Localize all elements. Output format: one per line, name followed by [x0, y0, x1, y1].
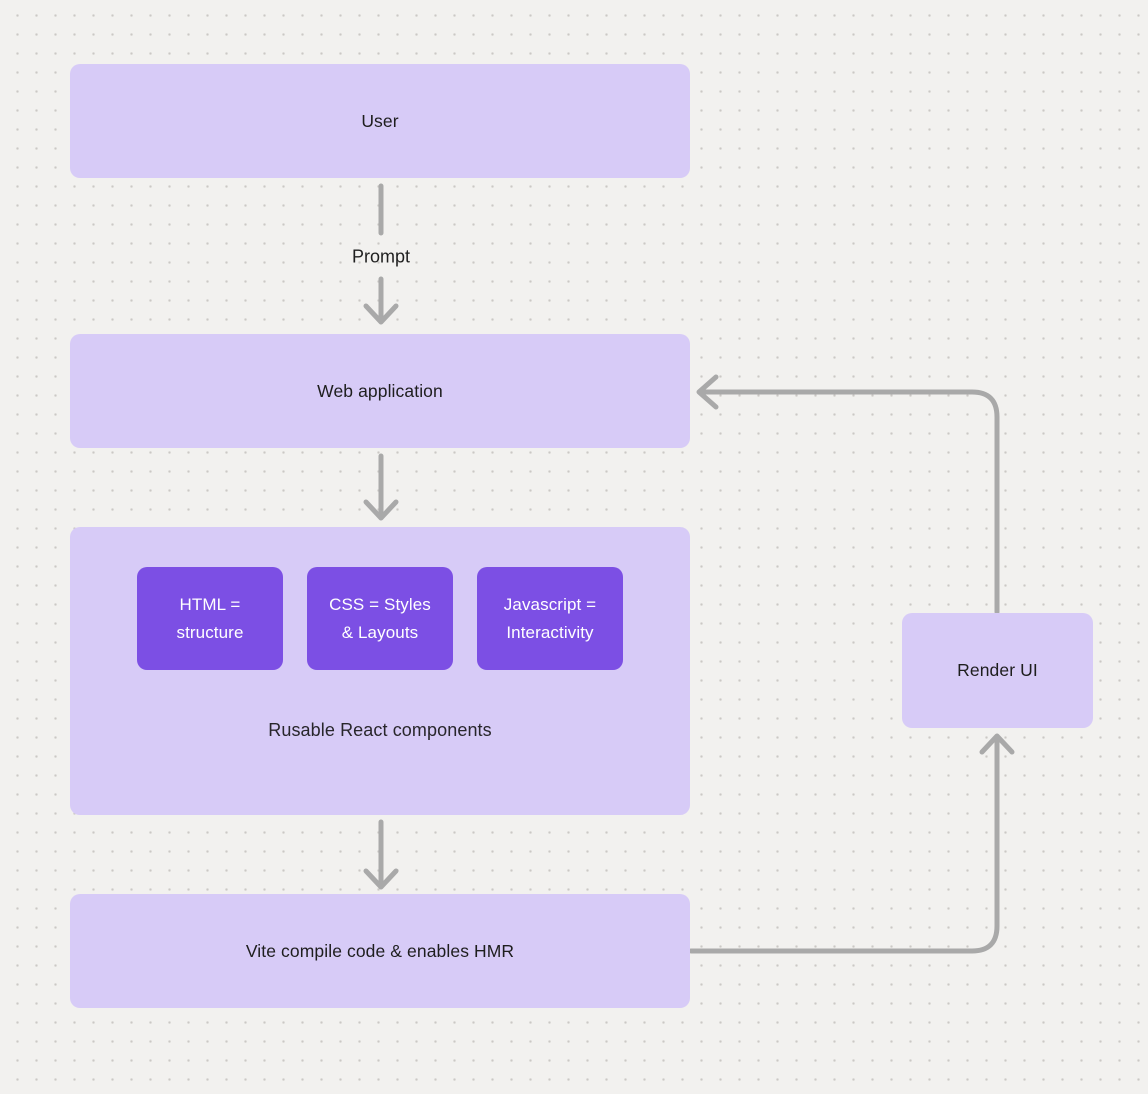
chip-css[interactable]: CSS = Styles & Layouts — [307, 567, 453, 670]
chip-css-line2: & Layouts — [341, 622, 419, 642]
chip-html-line1: HTML = — [179, 594, 241, 614]
arrowhead-down-icon — [363, 868, 399, 890]
arrowhead-down-icon — [363, 303, 399, 325]
node-render-ui-label: Render UI — [957, 660, 1038, 680]
node-components-group[interactable]: HTML = structure CSS = Styles & Layouts … — [70, 527, 690, 815]
chip-row: HTML = structure CSS = Styles & Layouts … — [70, 567, 690, 670]
arrowhead-down-icon — [363, 499, 399, 521]
node-vite[interactable]: Vite compile code & enables HMR — [70, 894, 690, 1008]
node-web-application[interactable]: Web application — [70, 334, 690, 448]
edge-webapp-to-components — [363, 453, 399, 521]
edge-vite-to-renderui — [688, 733, 1015, 954]
chip-javascript-line2: Interactivity — [506, 622, 594, 642]
arrowhead-left-icon — [696, 374, 719, 410]
chip-javascript[interactable]: Javascript = Interactivity — [477, 567, 623, 670]
edge-label-prompt: Prompt — [351, 246, 411, 267]
node-vite-label: Vite compile code & enables HMR — [245, 940, 515, 961]
node-render-ui[interactable]: Render UI — [902, 613, 1093, 728]
chip-css-line1: CSS = Styles — [329, 594, 431, 614]
edge-renderui-to-webapp — [696, 374, 1000, 615]
chip-html-line2: structure — [176, 622, 244, 642]
edge-components-to-vite — [363, 819, 399, 890]
chip-html[interactable]: HTML = structure — [137, 567, 283, 670]
chip-javascript-line1: Javascript = — [503, 594, 597, 614]
node-user-label: User — [361, 110, 399, 131]
node-web-application-label: Web application — [317, 380, 443, 401]
components-caption: Rusable React components — [268, 720, 492, 740]
arrowhead-up-icon — [979, 733, 1015, 755]
node-user[interactable]: User — [70, 64, 690, 178]
